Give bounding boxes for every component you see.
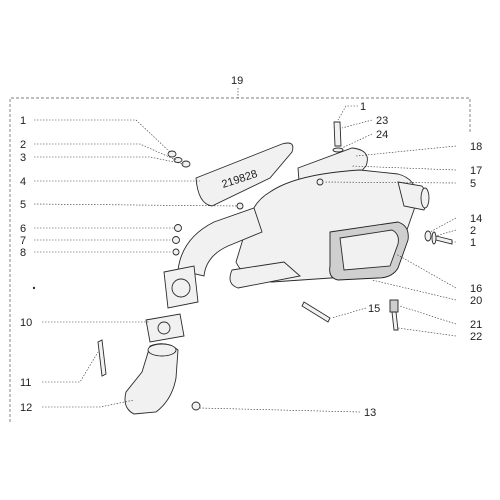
callout-17: 17	[470, 165, 482, 177]
nut-6	[174, 224, 182, 232]
assembly-frame	[9, 88, 471, 422]
callout-labels: 19 1 2 3 4 5 6 7 8 10 11 12 13 1 23 24 1…	[20, 75, 482, 419]
right-nut-14	[424, 230, 432, 242]
callout-6-left: 6	[20, 223, 26, 235]
callout-2-right: 2	[470, 225, 476, 237]
right-washer-2	[431, 231, 437, 245]
exhaust-parts: 219828	[97, 121, 453, 415]
callout-16: 16	[470, 283, 482, 295]
callout-5-left: 5	[20, 199, 26, 211]
callout-24: 24	[376, 129, 388, 141]
callout-8-left: 8	[20, 247, 26, 259]
muffler-bracket	[229, 261, 301, 289]
upper-bolt-1	[167, 150, 177, 158]
leader-lines	[33, 105, 457, 413]
side-cover-inner	[339, 229, 399, 271]
callout-4-left: 4	[20, 176, 26, 188]
nut-5-right	[316, 178, 324, 186]
callout-1-right: 1	[470, 237, 476, 249]
upper-washer-2	[173, 157, 183, 163]
top-screw	[333, 121, 342, 147]
callout-12-left: 12	[20, 402, 32, 414]
callout-1-left: 1	[20, 115, 26, 127]
heat-shield-upper	[195, 142, 294, 207]
callout-20: 20	[470, 295, 482, 307]
callout-15: 15	[368, 303, 380, 315]
pipe-flange-bore	[171, 278, 191, 298]
manifold-stud	[97, 339, 107, 377]
callout-14: 14	[470, 213, 482, 225]
bolt-22	[391, 311, 399, 331]
assembly-number-label: 19	[231, 75, 243, 87]
spacer-21	[389, 299, 399, 313]
nut-8	[172, 248, 180, 256]
exhaust-pipe-elbow	[177, 207, 263, 277]
callout-5-right: 5	[470, 178, 476, 190]
callout-3-left: 3	[20, 152, 26, 164]
nut-5-left	[236, 202, 244, 210]
manifold-inlet	[147, 343, 177, 357]
callout-23: 23	[376, 115, 388, 127]
callout-10-left: 10	[20, 317, 32, 329]
manifold-nut	[191, 401, 201, 411]
callout-13: 13	[364, 407, 376, 419]
washer-7	[172, 236, 180, 244]
reference-dot	[32, 286, 36, 290]
tail-pipe-opening	[420, 187, 430, 209]
callout-2-left: 2	[20, 139, 26, 151]
callout-18: 18	[470, 141, 482, 153]
callout-22: 22	[470, 331, 482, 343]
callout-21: 21	[470, 319, 482, 331]
gasket-bore	[157, 321, 171, 335]
callout-11-left: 11	[20, 377, 31, 389]
right-bolt-1	[435, 235, 453, 245]
top-washer	[332, 147, 344, 153]
callout-7-left: 7	[20, 235, 26, 247]
callout-1-top: 1	[360, 101, 366, 113]
bracket-bolt	[301, 301, 331, 323]
upper-nut-3	[181, 160, 191, 168]
